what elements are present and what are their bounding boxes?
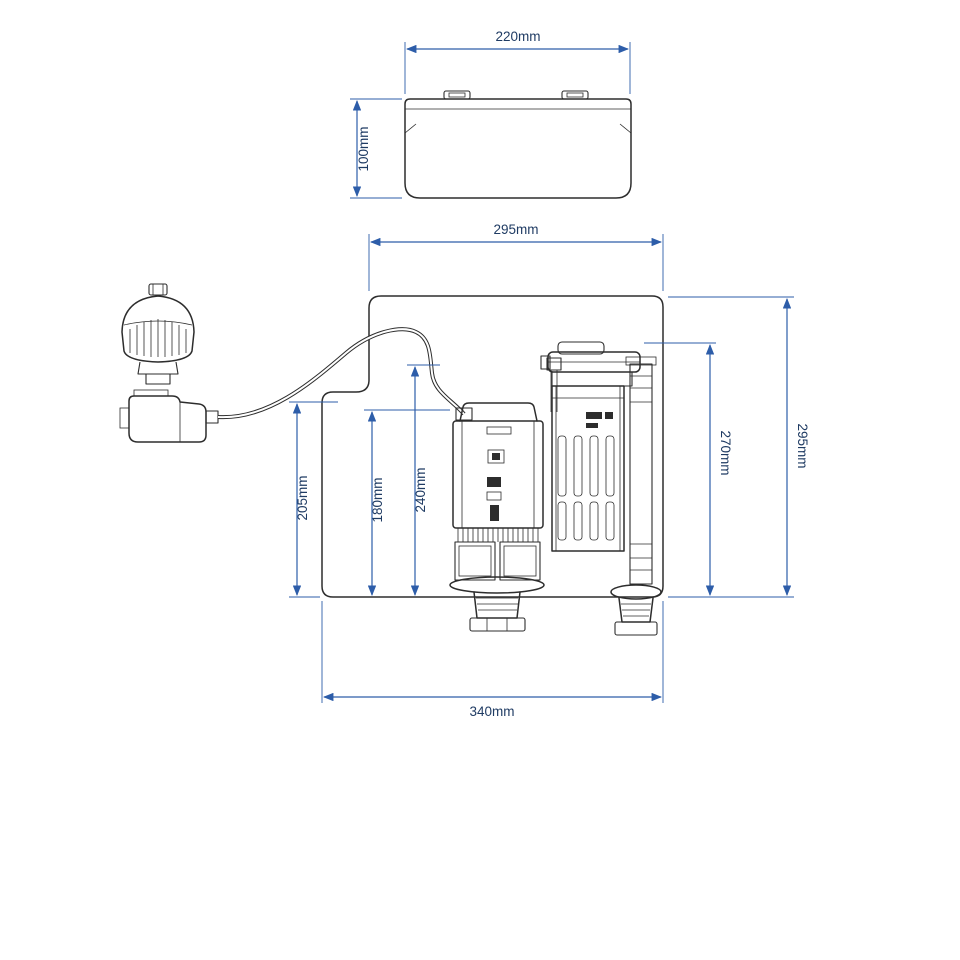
push-button-drawing bbox=[121, 283, 195, 385]
fill-valve-shank bbox=[473, 591, 521, 619]
overflow-column bbox=[625, 356, 657, 585]
tank-drawing bbox=[321, 295, 664, 598]
cable-drawing bbox=[217, 327, 473, 421]
flush-valve-hump bbox=[557, 341, 605, 355]
dimension-lid-width: 220mm bbox=[404, 29, 631, 94]
dim-label-height-180: 180mm bbox=[370, 477, 385, 522]
flush-valve-left-knob bbox=[540, 355, 551, 370]
fill-valve-nut bbox=[469, 617, 526, 632]
inlet-tube-drawing bbox=[546, 357, 562, 412]
connector-body bbox=[128, 395, 207, 443]
dim-label-inlet-valve-height: 240mm bbox=[413, 467, 428, 512]
fill-valve-label-plate bbox=[487, 449, 505, 464]
flush-valve-slots bbox=[557, 435, 615, 541]
flush-valve-drawing bbox=[540, 341, 662, 636]
cable-elbow bbox=[455, 407, 473, 421]
fill-valve-flange bbox=[449, 576, 545, 594]
cable-connector-drawing bbox=[119, 389, 219, 443]
fill-valve-comb bbox=[457, 528, 539, 542]
dim-label-height-205: 205mm bbox=[295, 475, 310, 520]
lid-clip-right bbox=[561, 90, 589, 100]
dimension-tank-top-width: 295mm bbox=[368, 222, 664, 291]
dimension-tank-bottom-width: 340mm bbox=[321, 601, 664, 719]
dimension-tank-height: 295mm bbox=[668, 296, 810, 598]
button-top-knob bbox=[148, 283, 168, 296]
dim-label-tank-top-width: 295mm bbox=[493, 222, 538, 237]
fill-valve-drawing bbox=[449, 402, 545, 632]
dimension-lid-height: 100mm bbox=[350, 98, 402, 199]
fill-valve-cap bbox=[459, 402, 538, 422]
dimension-flush-valve-height: 270mm bbox=[644, 342, 733, 597]
dim-label-flush-valve-height: 270mm bbox=[718, 430, 733, 475]
fill-valve-chamber-left bbox=[454, 541, 496, 581]
dim-label-lid-width: 220mm bbox=[495, 29, 540, 44]
dim-label-tank-height: 295mm bbox=[795, 423, 810, 468]
lid-notch-left bbox=[404, 123, 417, 134]
tank-outline bbox=[321, 295, 664, 598]
dimension-height-205: 205mm bbox=[289, 401, 338, 598]
flush-valve-body bbox=[551, 385, 625, 552]
dimension-height-180: 180mm bbox=[364, 409, 450, 597]
flush-valve-outlet bbox=[610, 584, 662, 636]
dim-label-lid-height: 100mm bbox=[356, 126, 371, 171]
lid-clip-left bbox=[443, 90, 471, 100]
button-stem bbox=[137, 361, 179, 375]
fill-valve-chamber-right bbox=[499, 541, 541, 581]
lid-drawing bbox=[404, 90, 632, 199]
dim-label-tank-bottom-width: 340mm bbox=[469, 704, 514, 719]
button-dome bbox=[121, 295, 195, 363]
button-striations bbox=[129, 319, 187, 357]
dimension-inlet-valve-height: 240mm bbox=[407, 364, 440, 597]
lid-notch-right bbox=[619, 123, 632, 134]
cable-nipple bbox=[205, 410, 219, 424]
